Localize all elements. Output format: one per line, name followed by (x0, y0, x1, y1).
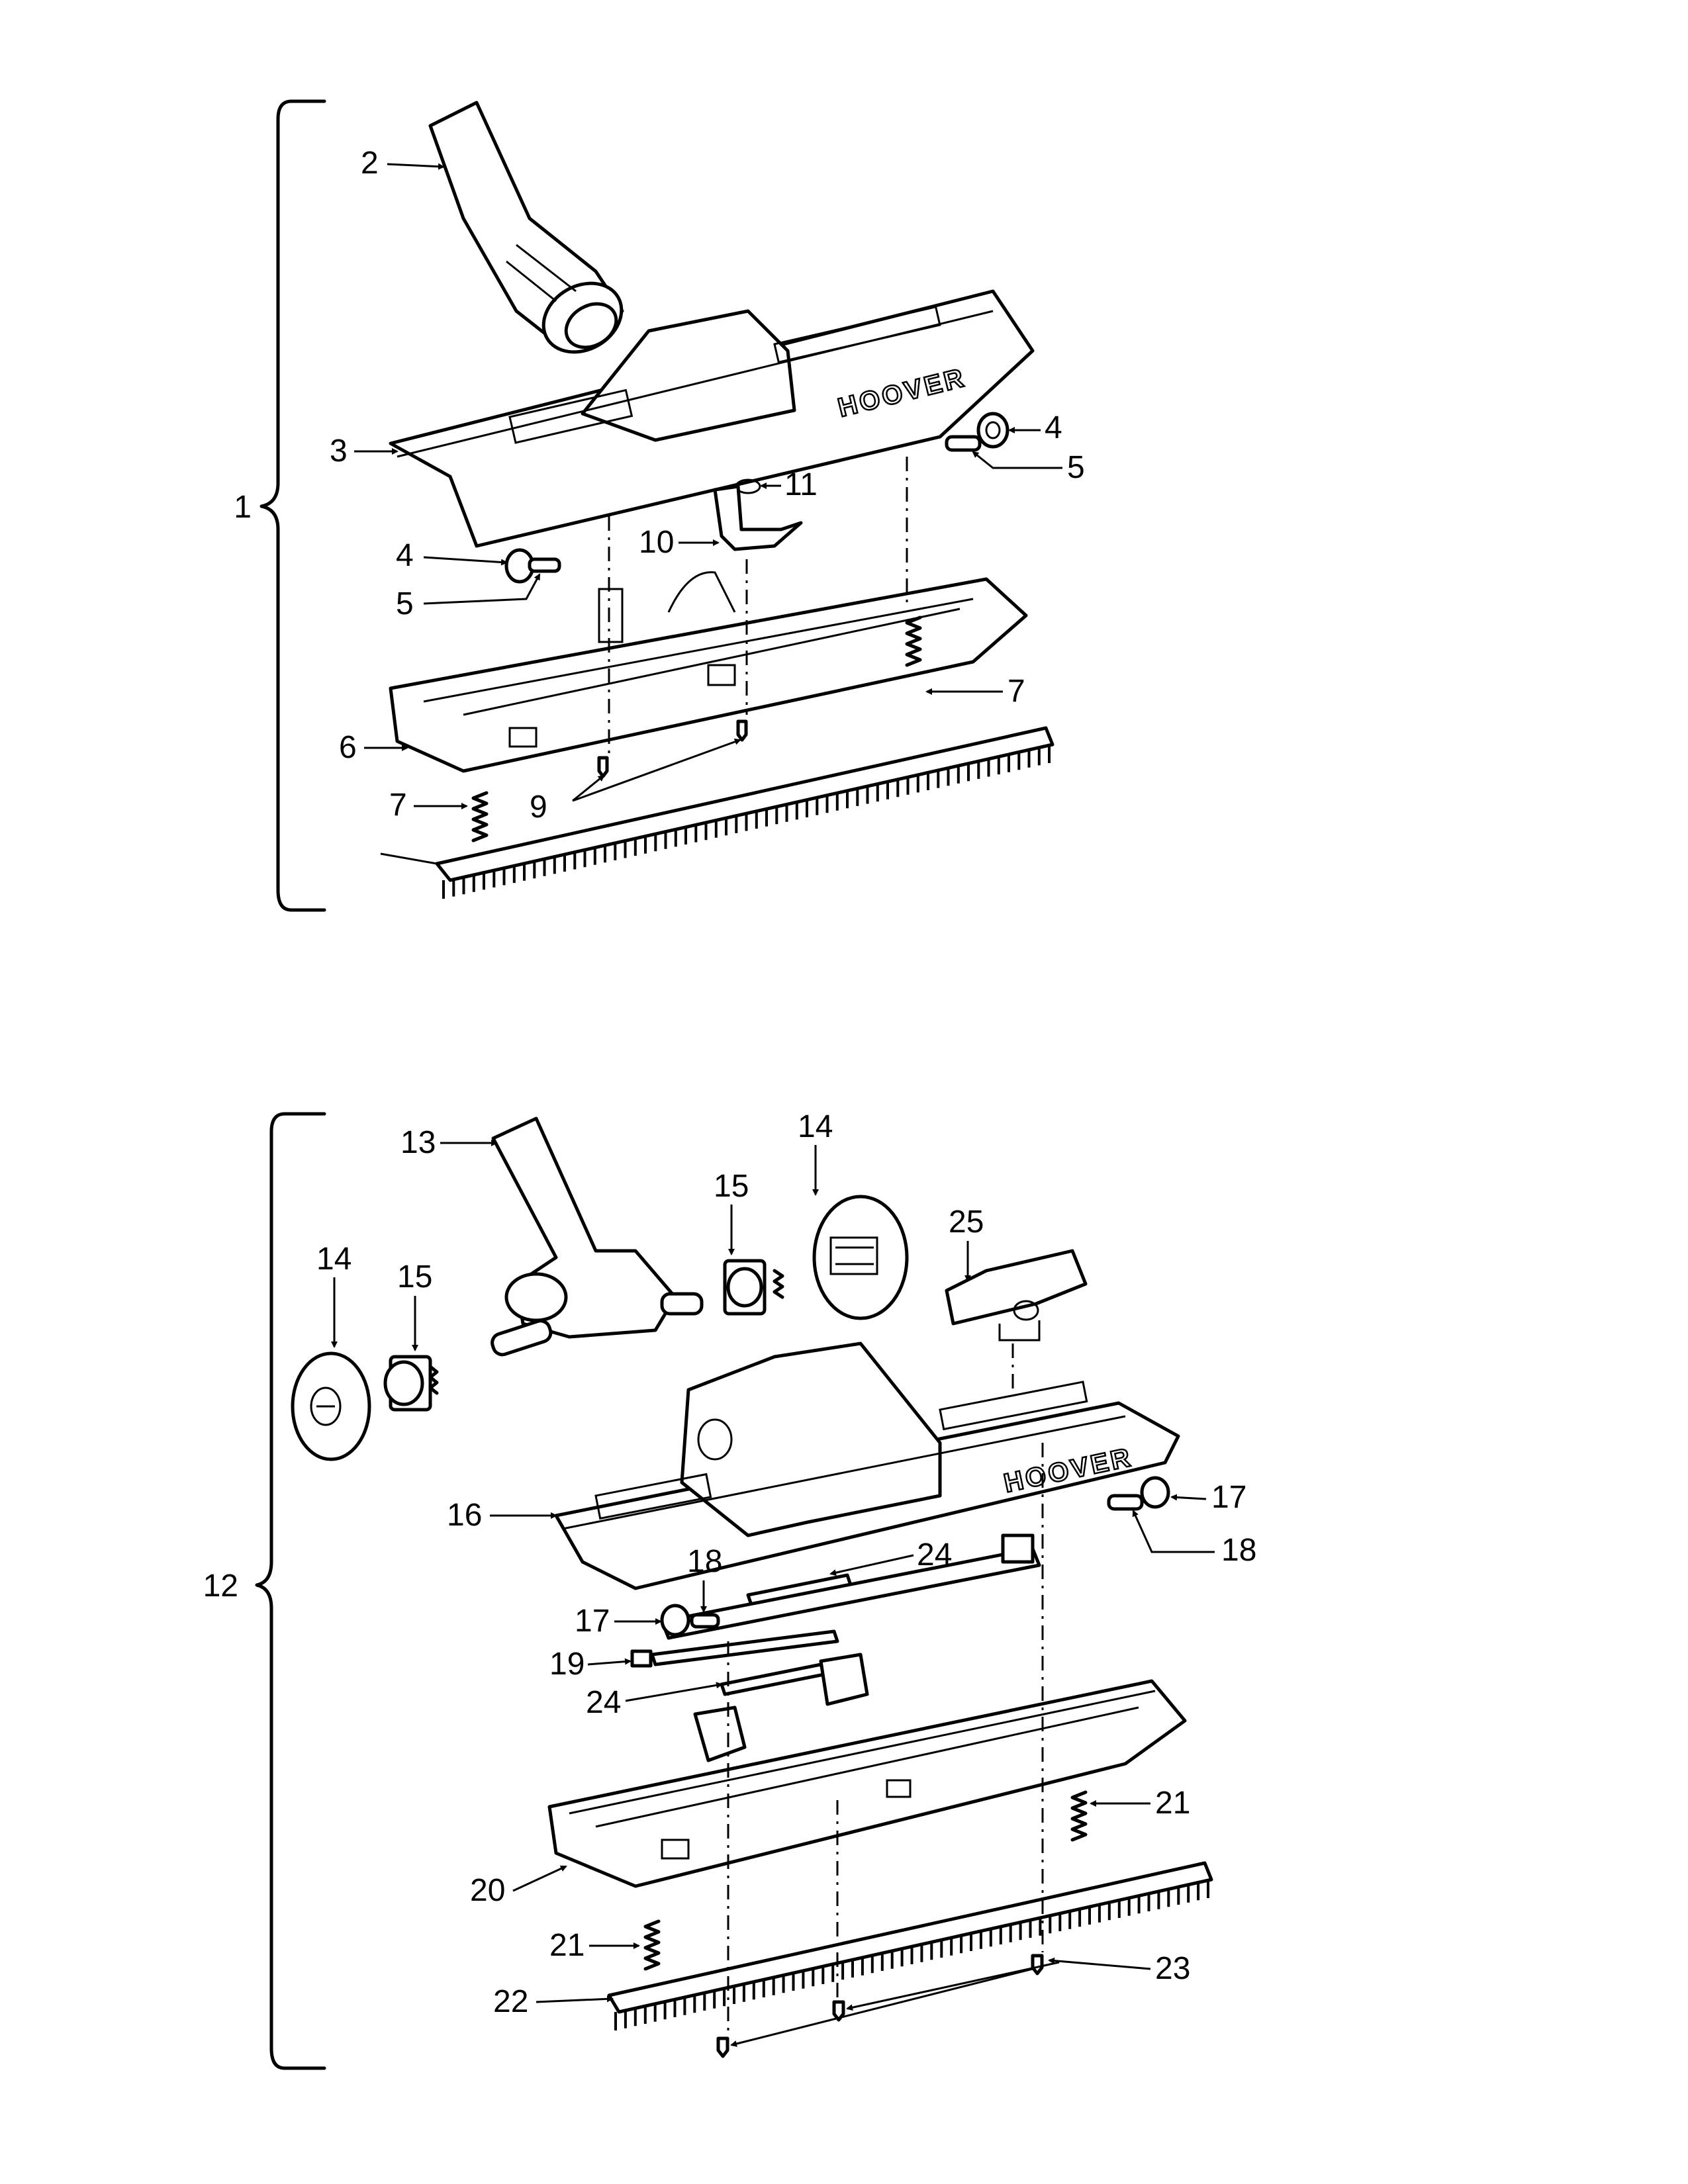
assembly-12-bracket (255, 1112, 326, 2070)
callout-15-left: 15 (397, 1259, 432, 1351)
nozzle-upper-housing-part-3 (389, 289, 1035, 548)
svg-text:5: 5 (396, 586, 414, 621)
bearing-right-part-15 (723, 1259, 784, 1316)
svg-text:17: 17 (1211, 1480, 1246, 1515)
svg-text:19: 19 (549, 1647, 585, 1682)
nozzle-upper-housing-part-16 (554, 1342, 1180, 1590)
assembly-1: 1 HOOVER (234, 99, 1085, 912)
svg-text:17: 17 (575, 1604, 610, 1639)
svg-text:18: 18 (1221, 1533, 1256, 1568)
svg-text:20: 20 (470, 1873, 505, 1908)
callout-17-left: 17 (575, 1604, 662, 1639)
callout-20: 20 (470, 1865, 567, 1908)
svg-text:18: 18 (687, 1544, 722, 1579)
svg-text:7: 7 (389, 788, 407, 823)
callout-11: 11 (760, 467, 818, 502)
callout-4-right: 4 (1008, 410, 1062, 445)
wheel-axle-left-part-17-18 (660, 1604, 720, 1637)
callout-25: 25 (949, 1205, 984, 1282)
callout-5-right: 5 (972, 450, 1085, 485)
svg-text:21: 21 (1155, 1786, 1190, 1821)
hose-connector-part-2 (428, 101, 624, 354)
nozzle-base-part-20 (547, 1653, 1187, 1888)
callout-19: 19 (549, 1647, 632, 1682)
spring-right-part-7 (905, 615, 922, 667)
spring-left-part-21 (643, 1919, 661, 1971)
callout-9: 9 (530, 739, 741, 825)
svg-text:11: 11 (784, 467, 818, 502)
svg-text:25: 25 (949, 1205, 984, 1240)
svg-text:23: 23 (1155, 1951, 1190, 1986)
callout-24-lower: 24 (586, 1682, 723, 1720)
bearing-left-part-15 (383, 1355, 439, 1412)
screws-part-23 (716, 1954, 1044, 2058)
screws-part-9 (597, 719, 748, 778)
callout-6: 6 (339, 730, 408, 765)
svg-text:4: 4 (1045, 410, 1062, 445)
svg-text:13: 13 (400, 1125, 436, 1160)
callout-7-left: 7 (389, 788, 468, 823)
svg-text:16: 16 (447, 1498, 482, 1533)
callout-15-right: 15 (714, 1169, 749, 1255)
pedal-part-25 (945, 1249, 1088, 1342)
svg-text:5: 5 (1067, 450, 1085, 485)
callout-21-left: 21 (549, 1928, 640, 1963)
assembly-1-label: 1 (234, 490, 252, 525)
callout-4-left: 4 (396, 538, 508, 573)
brush-strip-upper (435, 726, 1055, 899)
spring-left-part-7 (471, 791, 489, 842)
callout-14-left: 14 (316, 1242, 352, 1348)
callout-13: 13 (400, 1125, 498, 1160)
callout-21-right: 21 (1090, 1786, 1190, 1821)
brush-strip-lower (607, 1861, 1213, 2030)
hose-connector-part-13 (491, 1116, 704, 1357)
callout-23: 23 (730, 1951, 1190, 2047)
rod-part-19 (630, 1629, 839, 1668)
spring-right-part-21 (1070, 1790, 1088, 1842)
svg-text:9: 9 (530, 790, 547, 825)
nozzle-base-part-6 (389, 571, 1028, 773)
wheel-axle-left-part-4-5 (504, 548, 561, 584)
svg-text:14: 14 (316, 1242, 352, 1277)
svg-text:15: 15 (397, 1259, 432, 1295)
svg-text:3: 3 (330, 433, 348, 469)
callout-3: 3 (330, 433, 399, 469)
callout-5-left: 5 (396, 573, 541, 621)
svg-text:2: 2 (361, 146, 379, 181)
callout-22: 22 (493, 1984, 614, 2019)
callout-17-right: 17 (1170, 1480, 1246, 1515)
callout-18-left: 18 (687, 1544, 722, 1613)
svg-text:24: 24 (586, 1685, 621, 1720)
assembly-12-label: 12 (203, 1569, 238, 1604)
callout-24-upper: 24 (829, 1537, 952, 1576)
svg-text:22: 22 (493, 1984, 528, 2019)
assembly-12: 12 (203, 1109, 1256, 2070)
assembly-1-bracket (259, 99, 326, 912)
wheel-left-part-14 (291, 1351, 371, 1461)
callout-10: 10 (639, 525, 720, 560)
svg-text:4: 4 (396, 538, 414, 573)
svg-text:14: 14 (798, 1109, 833, 1144)
wheel-axle-right-part-4-5 (945, 412, 1009, 452)
svg-text:6: 6 (339, 730, 357, 765)
callout-7-right: 7 (925, 674, 1025, 709)
svg-text:7: 7 (1008, 674, 1025, 709)
callout-2: 2 (361, 146, 445, 181)
callout-16: 16 (447, 1498, 557, 1533)
callout-14-right: 14 (798, 1109, 833, 1196)
svg-text:10: 10 (639, 525, 674, 560)
svg-text:21: 21 (549, 1928, 585, 1963)
wheel-axle-right-part-17-18 (1107, 1476, 1170, 1511)
svg-text:15: 15 (714, 1169, 749, 1204)
wheel-right-part-14 (812, 1195, 909, 1320)
callout-18-right: 18 (1132, 1510, 1256, 1568)
svg-text:24: 24 (917, 1537, 952, 1572)
strip-lower-part-24 (720, 1662, 826, 1696)
